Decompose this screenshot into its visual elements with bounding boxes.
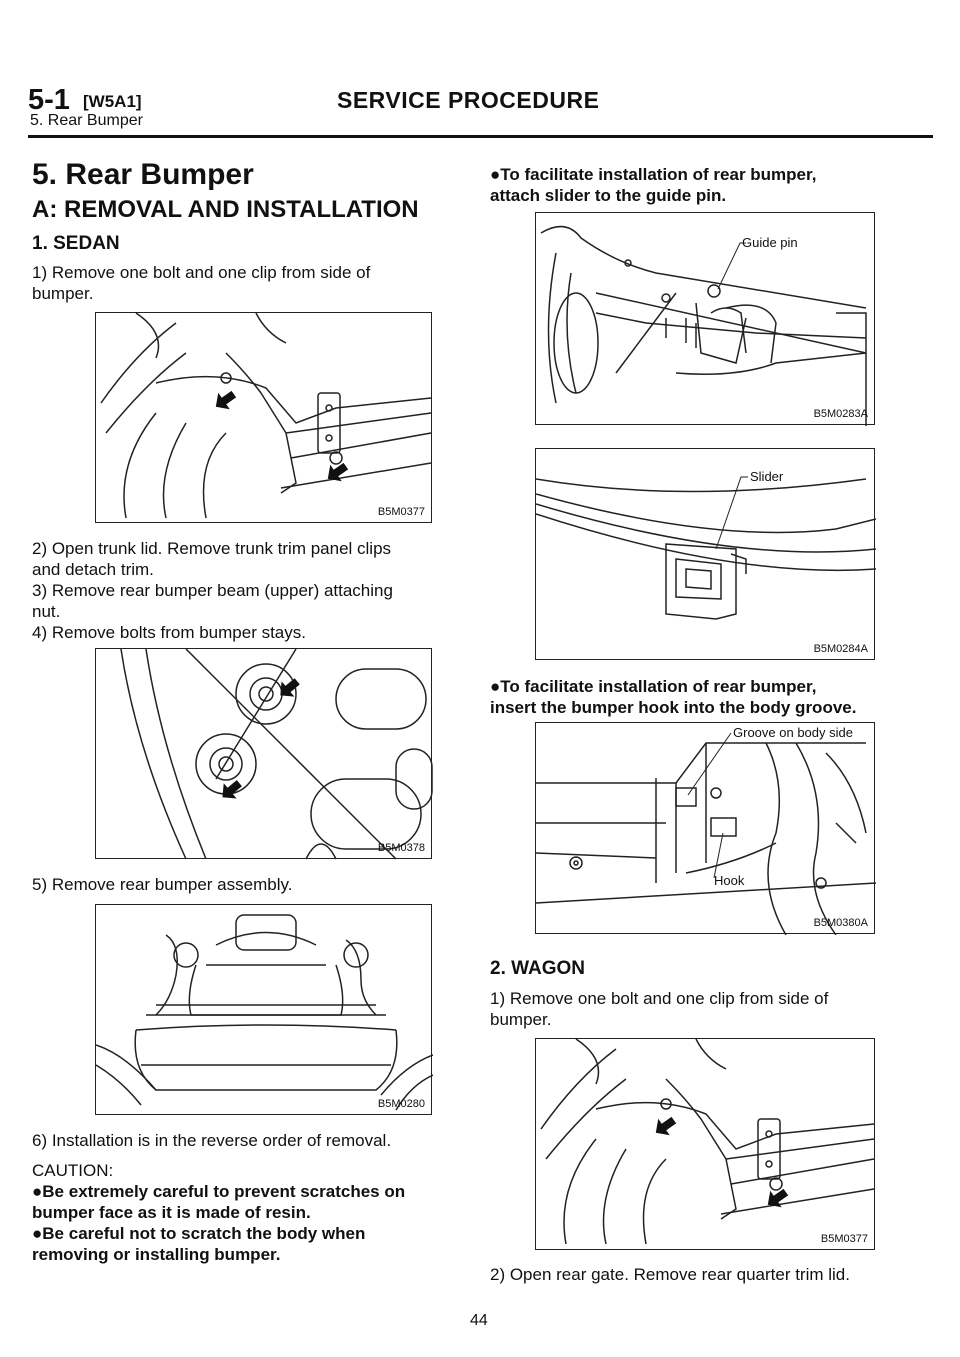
- section-title: SERVICE PROCEDURE: [337, 87, 600, 113]
- sedan-step-3-line-2: nut.: [32, 602, 61, 621]
- bumper-side-illustration: [100, 313, 432, 519]
- figure-code: B5M0283A: [813, 408, 868, 420]
- caution-1-line-2: bumper face as it is made of resin.: [32, 1203, 311, 1222]
- arrow-icon: [655, 1116, 677, 1136]
- bumper-removal-illustration: [96, 914, 433, 1111]
- sedan-heading: 1. SEDAN: [32, 233, 120, 254]
- bullet-icon: ●: [490, 677, 501, 696]
- wagon-step-1-line-1: 1) Remove one bolt and one clip from sid…: [490, 989, 829, 1008]
- section-code: 5-1: [28, 84, 70, 116]
- figure-code: B5M0377: [820, 1233, 868, 1245]
- callout-slider: Slider: [750, 469, 784, 484]
- note-2-line-1: ●To facilitate installation of rear bump…: [490, 677, 817, 696]
- sedan-step-2-line-1: 2) Open trunk lid. Remove trunk trim pan…: [32, 539, 392, 558]
- figure-code: B5M0380A: [813, 917, 868, 929]
- section-subtitle: 5. Rear Bumper: [30, 112, 143, 129]
- bumper-stay-illustration: [120, 649, 433, 860]
- figure-slider: Slider B5M0284A: [535, 448, 876, 660]
- header-rule: [28, 135, 933, 138]
- note-1-line-2: attach slider to the guide pin.: [490, 186, 727, 205]
- arrow-icon: [215, 390, 237, 410]
- sedan-step-1: 1) Remove one bolt and one clip from sid…: [32, 262, 462, 304]
- figure-code: B5M0280: [377, 1098, 425, 1110]
- figure-bumper-stay-bolts: B5M0378: [95, 648, 433, 860]
- callout-groove: Groove on body side: [733, 725, 853, 740]
- section-heading: A: REMOVAL AND INSTALLATION: [32, 196, 419, 223]
- figure-groove-hook: Groove on body side Hook B5M0380A: [535, 722, 876, 935]
- sedan-step-5: 5) Remove rear bumper assembly.: [32, 875, 293, 894]
- wagon-heading: 2. WAGON: [490, 958, 586, 979]
- sedan-step-6: 6) Installation is in the reverse order …: [32, 1131, 392, 1150]
- page-title: 5. Rear Bumper: [32, 158, 254, 191]
- figure-guide-pin: Guide pin B5M0283A: [535, 212, 875, 426]
- callout-guide-pin: Guide pin: [742, 235, 798, 250]
- note-2-line-2: insert the bumper hook into the body gro…: [490, 698, 857, 717]
- arrow-icon: [327, 462, 349, 482]
- caution-block: CAUTION: ●Be extremely careful to preven…: [32, 1160, 462, 1265]
- slider-illustration: [536, 476, 876, 620]
- figure-bumper-side-bolt: B5M0377: [95, 312, 432, 523]
- wagon-step-2: 2) Open rear gate. Remove rear quarter t…: [490, 1265, 850, 1284]
- sedan-step-3-line-1: 3) Remove rear bumper beam (upper) attac…: [32, 581, 393, 600]
- sedan-step-1-line-2: bumper.: [32, 284, 94, 303]
- sedan-step-2-line-2: and detach trim.: [32, 560, 154, 579]
- wagon-bumper-side-illustration: [540, 1039, 875, 1245]
- caution-label: CAUTION:: [32, 1161, 114, 1180]
- note-1-line-1: ●To facilitate installation of rear bump…: [490, 165, 817, 184]
- figure-code: B5M0284A: [813, 643, 868, 655]
- sedan-steps-2-4: 2) Open trunk lid. Remove trunk trim pan…: [32, 538, 462, 643]
- arrow-icon: [767, 1188, 789, 1208]
- note-slider: ●To facilitate installation of rear bump…: [490, 164, 920, 206]
- wagon-step-1: 1) Remove one bolt and one clip from sid…: [490, 988, 920, 1030]
- bullet-icon: ●: [32, 1182, 43, 1201]
- guide-pin-illustration: [540, 225, 867, 426]
- note-hook: ●To facilitate installation of rear bump…: [490, 676, 920, 718]
- figure-wagon-bumper-side: B5M0377: [535, 1038, 875, 1250]
- caution-2-line-1: ●Be careful not to scratch the body when: [32, 1224, 366, 1243]
- figure-code: B5M0378: [377, 842, 425, 854]
- section-bracket: [W5A1]: [83, 92, 142, 111]
- wagon-step-1-line-2: bumper.: [490, 1010, 552, 1029]
- bullet-icon: ●: [32, 1224, 43, 1243]
- callout-hook: Hook: [714, 873, 745, 888]
- groove-hook-illustration: [536, 732, 876, 935]
- page-number: 44: [470, 1312, 488, 1329]
- sedan-step-1-line-1: 1) Remove one bolt and one clip from sid…: [32, 263, 371, 282]
- bullet-icon: ●: [490, 165, 501, 184]
- caution-1-line-1: ●Be extremely careful to prevent scratch…: [32, 1182, 406, 1201]
- sedan-step-4: 4) Remove bolts from bumper stays.: [32, 623, 306, 642]
- caution-2-line-2: removing or installing bumper.: [32, 1245, 281, 1264]
- figure-bumper-removal: B5M0280: [95, 904, 433, 1115]
- arrow-icon: [222, 780, 242, 799]
- figure-code: B5M0377: [377, 506, 425, 518]
- arrow-icon: [280, 678, 300, 697]
